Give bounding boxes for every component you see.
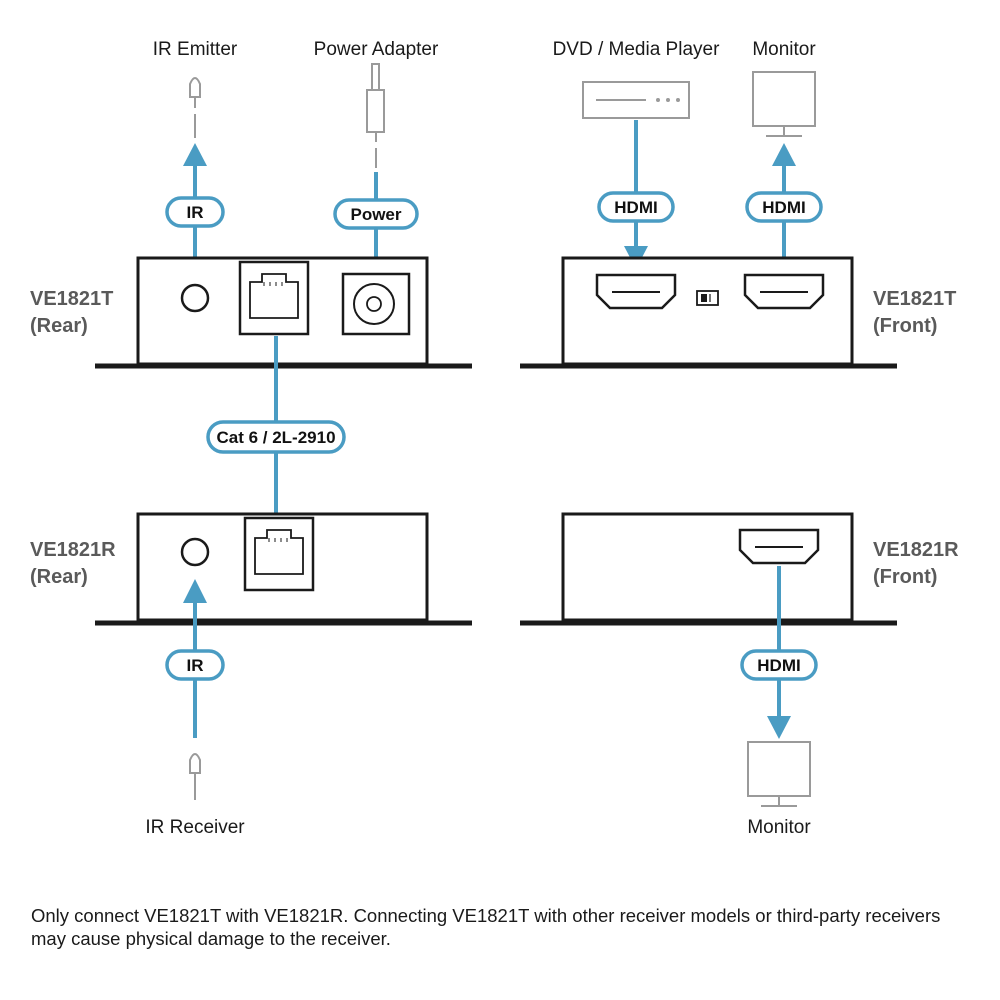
rx-front-label-model: VE1821R <box>873 539 959 561</box>
monitor-bottom-label: Monitor <box>747 817 811 838</box>
tx-front-label-model: VE1821T <box>873 288 956 310</box>
power-pill: Power <box>333 198 419 230</box>
ve1821t-rear-device <box>95 256 472 369</box>
tx-rear-label-model: VE1821T <box>30 288 113 310</box>
svg-text:HDMI: HDMI <box>614 198 657 217</box>
rj45-port-icon <box>238 260 310 336</box>
rj45-port-icon <box>243 516 315 592</box>
power-adapter-label: Power Adapter <box>314 39 439 60</box>
svg-text:Power: Power <box>350 205 401 224</box>
dip-switch-icon <box>696 290 719 306</box>
svg-text:HDMI: HDMI <box>757 656 800 675</box>
ir-bottom-cable: IR <box>165 579 225 738</box>
svg-text:IR: IR <box>187 656 204 675</box>
ir-receiver-label: IR Receiver <box>145 817 245 838</box>
ir-receiver-icon <box>189 753 201 800</box>
monitor-icon <box>752 71 816 137</box>
hdmi-port-icon <box>595 273 677 310</box>
dc-jack-icon <box>341 272 411 336</box>
svg-text:IR: IR <box>187 203 204 222</box>
ir-receiver-port <box>180 537 210 567</box>
hdmi-in-pill: HDMI <box>597 191 675 223</box>
tx-front-label-side: (Front) <box>873 315 937 337</box>
monitor-top-label: Monitor <box>752 39 816 60</box>
hdmi-out-pill: HDMI <box>745 191 823 223</box>
rx-rear-label-model: VE1821R <box>30 539 116 561</box>
rx-rear-label-side: (Rear) <box>30 566 88 588</box>
monitor-icon <box>747 741 811 807</box>
ve1821t-front-device <box>520 256 897 369</box>
ir-emitter-port <box>180 283 210 313</box>
dvd-player-icon <box>582 81 690 119</box>
svg-text:HDMI: HDMI <box>762 198 805 217</box>
rx-front-label-side: (Front) <box>873 566 937 588</box>
svg-text:Cat 6 / 2L-2910: Cat 6 / 2L-2910 <box>216 428 335 447</box>
ir-emitter-icon <box>189 77 201 138</box>
hdmi-port-icon <box>743 273 825 310</box>
compatibility-note: Only connect VE1821T with VE1821R. Conne… <box>31 905 941 949</box>
tx-rear-label-side: (Rear) <box>30 315 88 337</box>
ve1821r-rear-device <box>95 512 472 626</box>
power-plug-icon <box>366 63 385 168</box>
dvd-player-label: DVD / Media Player <box>553 39 721 60</box>
ve1821r-front-device <box>520 512 897 626</box>
ir-emitter-label: IR Emitter <box>153 39 238 60</box>
cat6-cable: Cat 6 / 2L-2910 <box>206 336 346 516</box>
ir-top-pill: IR <box>165 196 225 228</box>
hdmi-port-icon <box>738 528 820 565</box>
hdmi-rx-cable: HDMI <box>740 566 818 739</box>
